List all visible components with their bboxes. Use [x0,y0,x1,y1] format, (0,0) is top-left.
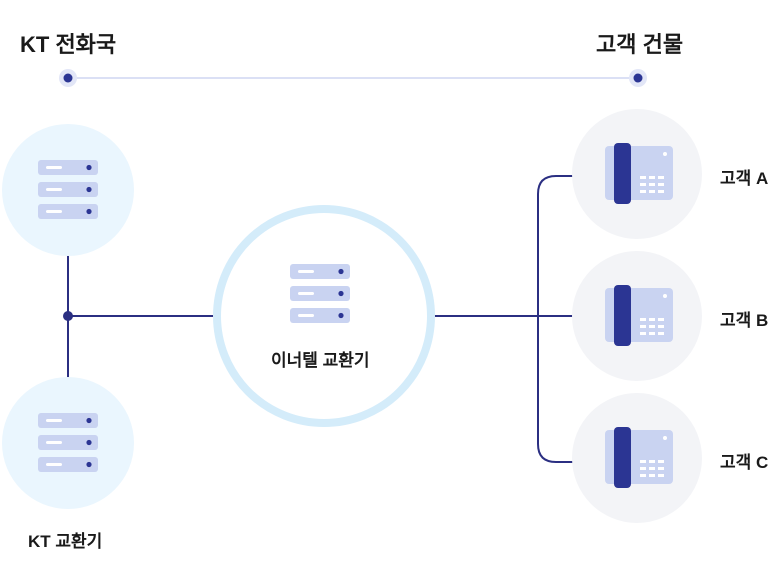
connection-lines [67,175,573,463]
phone-icon [605,285,673,346]
server-icon [38,413,98,472]
innertel-switch-label: 이너텔 교환기 [271,351,370,370]
customer-c-label: 고객 C [720,453,769,472]
server-icon [38,160,98,219]
server-icon [290,264,350,323]
phone-icon [605,143,673,204]
innertel-switch-node [213,205,435,427]
customer-building-title: 고객 건물 [596,32,684,57]
customer-b-label: 고객 B [720,311,769,330]
customer-a-label: 고객 A [720,169,769,188]
customer-c-node [572,393,702,523]
customer-a-node [572,109,702,239]
kt-office-title: KT 전화국 [20,32,117,57]
customer-b-node [572,251,702,381]
kt-switch-node [2,377,134,509]
phone-icon [605,427,673,488]
junction-dot [63,311,73,321]
kt-office-server-node [2,124,134,256]
kt-switch-label: KT 교환기 [28,532,103,551]
